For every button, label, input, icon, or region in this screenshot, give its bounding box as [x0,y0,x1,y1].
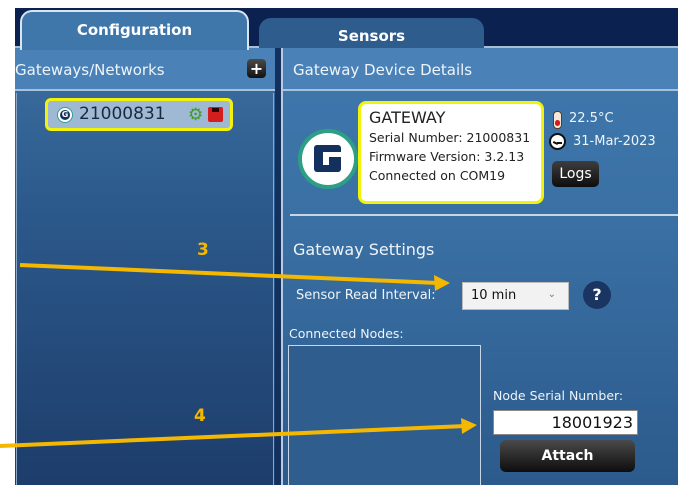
details-panel-header: Gateway Device Details [283,48,678,91]
node-serial-input[interactable] [493,410,638,435]
thermometer-icon [553,111,562,129]
app-window: Configuration Sensors Gateways/Networks … [15,8,678,485]
gateway-badge-icon: G [57,107,73,123]
device-info-card: GATEWAY Serial Number: 21000831 Firmware… [358,101,544,204]
device-serial: Serial Number: 21000831 [369,130,531,145]
annotation-number-3: 3 [197,240,209,260]
tab-sensors[interactable]: Sensors [259,18,484,50]
panel-border [273,93,274,485]
temperature-value: 22.5°C [569,111,614,126]
device-firmware: Firmware Version: 3.2.13 [369,149,525,164]
device-connection: Connected on COM19 [369,168,506,183]
connected-nodes-label: Connected Nodes: [289,326,404,341]
gateway-logo-icon [298,129,358,189]
tab-configuration[interactable]: Configuration [20,10,249,50]
panel-border [16,93,17,485]
gateway-details-panel: Gateway Device Details GATEWAY Serial Nu… [281,48,678,485]
add-gateway-button[interactable]: + [247,59,266,78]
help-button[interactable]: ? [583,281,611,309]
connected-nodes-list[interactable] [288,345,481,485]
logs-button[interactable]: Logs [552,161,599,187]
gateway-settings-title: Gateway Settings [293,240,435,259]
chevron-down-icon: ⌄ [547,289,556,300]
save-icon[interactable] [208,107,223,122]
gateway-serial: 21000831 [79,104,166,124]
gear-icon[interactable]: ⚙ [188,105,204,125]
node-serial-label: Node Serial Number: [493,388,624,403]
divider [290,214,678,216]
gateways-panel-title: Gateways/Networks [15,61,165,79]
gateway-list-item[interactable]: G 21000831 ⚙ [45,98,233,131]
sensor-read-interval-value: 10 min [471,288,517,303]
attach-button[interactable]: Attach [500,440,635,472]
clock-icon [549,133,566,150]
date-value: 31-Mar-2023 [573,134,656,149]
annotation-number-4: 4 [194,406,206,426]
sensor-read-interval-select[interactable]: 10 min ⌄ [462,282,569,310]
gateways-panel: Gateways/Networks + G 21000831 ⚙ [15,48,275,485]
sensor-read-interval-label: Sensor Read Interval: [296,288,436,303]
gateways-panel-header: Gateways/Networks + [15,48,275,91]
device-title: GATEWAY [369,108,446,127]
